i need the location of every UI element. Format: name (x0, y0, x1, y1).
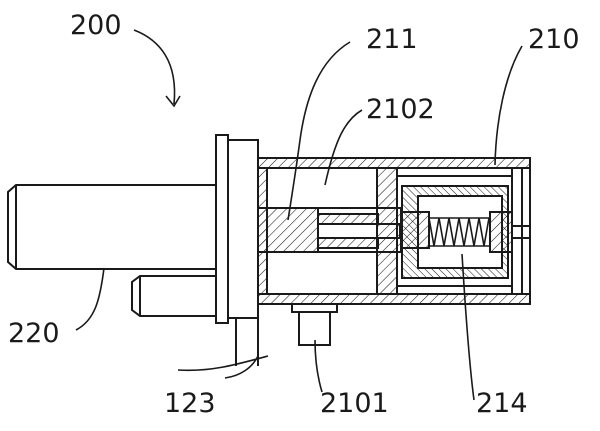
spring-housing (396, 175, 531, 287)
port (291, 303, 338, 346)
leader-220 (75, 267, 105, 331)
mounting-plate (215, 134, 259, 366)
spring (428, 217, 490, 247)
label-shaft: 220 (8, 318, 60, 349)
label-spring: 214 (476, 388, 528, 419)
leader-211 (287, 41, 351, 221)
label-pin: 211 (366, 24, 418, 55)
label-housing: 210 (528, 24, 580, 55)
leader-2101 (314, 339, 323, 393)
leader-2102 (324, 109, 363, 186)
leader-210 (494, 45, 523, 166)
label-assembly: 200 (70, 10, 122, 41)
shaft (7, 184, 216, 270)
leader-123 (177, 355, 269, 379)
leader-200 (133, 29, 181, 108)
label-plate: 123 (164, 388, 216, 419)
lower-shaft (131, 275, 216, 317)
leader-214 (461, 253, 475, 401)
label-port: 2101 (320, 388, 389, 419)
label-chamber: 2102 (366, 94, 435, 125)
chamber (266, 167, 402, 295)
